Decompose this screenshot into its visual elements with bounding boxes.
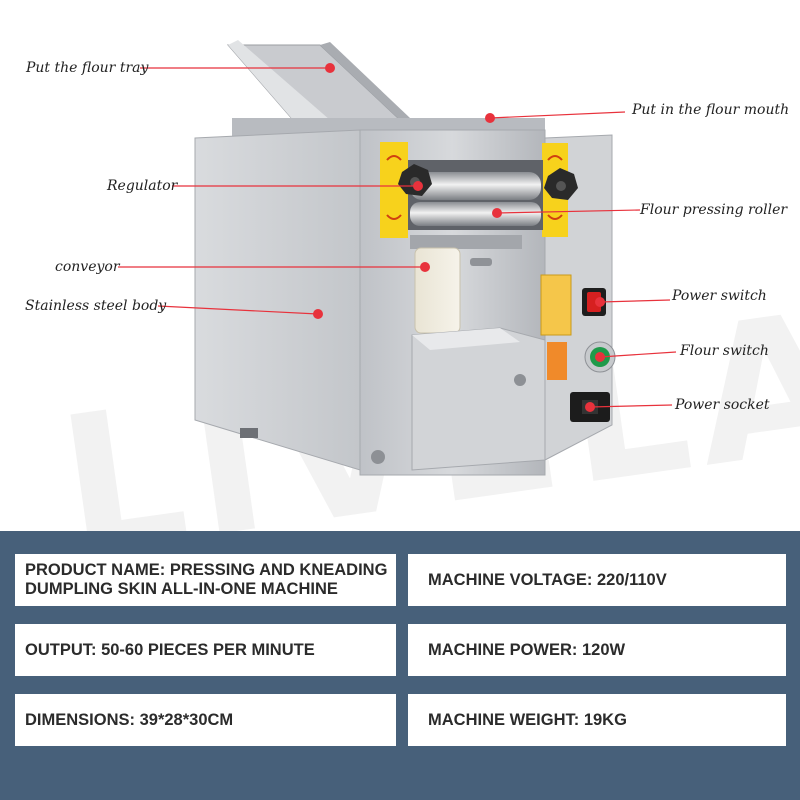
spec-panel: PRODUCT NAME: PRESSING AND KNEADING DUMP… (0, 531, 800, 800)
pressing-roller-upper (410, 172, 541, 200)
conveyor-belt (414, 247, 461, 334)
spec-product-name-line2: DUMPLING SKIN ALL-IN-ONE MACHINE (25, 580, 338, 598)
machine-drawing (118, 40, 677, 476)
spec-weight: MACHINE WEIGHT: 19KG (408, 694, 786, 746)
spec-output: OUTPUT: 50-60 PIECES PER MINUTE (15, 624, 396, 676)
flour-sticker (547, 342, 567, 380)
spec-voltage: MACHINE VOLTAGE: 220/110V (408, 554, 786, 606)
dough-chute (411, 327, 546, 471)
spec-dimensions: DIMENSIONS: 39*28*30CM (15, 694, 396, 746)
instruction-sticker (540, 274, 572, 336)
callout-power-socket: Power socket (675, 397, 770, 413)
left-side-panel (194, 129, 361, 471)
spec-power: MACHINE POWER: 120W (408, 624, 786, 676)
product-illustration: LIVELAO (25, 40, 800, 599)
flour-tray (226, 40, 410, 129)
spec-product-name-line1: PRODUCT NAME: PRESSING AND KNEADING (25, 561, 388, 579)
callout-regulator: Regulator (107, 178, 178, 194)
pressing-roller-lower (410, 202, 541, 226)
callout-body: Stainless steel body (25, 298, 167, 314)
callout-flour-mouth: Put in the flour mouth (632, 102, 790, 118)
callout-flour-switch: Flour switch (680, 343, 769, 359)
callout-pressing-roller: Flour pressing roller (640, 202, 788, 218)
callout-conveyor: conveyor (55, 259, 120, 275)
callout-lines (118, 63, 677, 412)
power-switch-rocker (587, 292, 601, 312)
callout-flour-tray: Put the flour tray (26, 60, 149, 76)
regulator-knob-right (544, 168, 578, 200)
callout-power-switch: Power switch (672, 288, 767, 304)
spec-product-name: PRODUCT NAME: PRESSING AND KNEADING DUMP… (15, 554, 396, 606)
